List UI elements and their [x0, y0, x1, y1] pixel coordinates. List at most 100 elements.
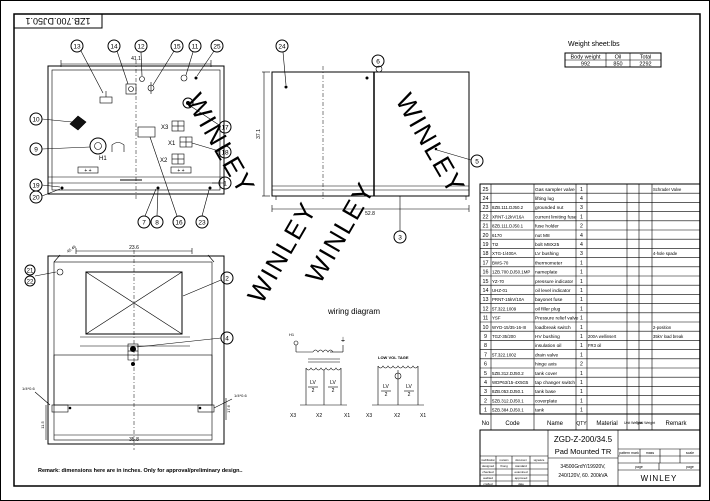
weight-header-total: Total: [640, 55, 652, 61]
bom-cell-code: 5T.322.1002: [492, 352, 517, 357]
bom-cell-qty: 1: [580, 398, 583, 404]
bom-cell-name: oil filler plug: [535, 306, 561, 312]
bom-cell-qty: 1: [580, 389, 583, 395]
bom-cell-no: 13: [483, 297, 489, 303]
bom-cell-qty: 1: [580, 297, 583, 303]
callout-14: 14: [107, 39, 129, 85]
bom-cell-name: fuse holder: [535, 224, 559, 230]
wiring-x3-right: X3: [366, 413, 372, 419]
bom-cell-remark: 35kV load break: [653, 334, 684, 339]
svg-text:23: 23: [198, 220, 206, 227]
rev-revision: revision: [500, 458, 509, 462]
front-x2-label: X2: [160, 158, 168, 164]
bom-cell-no: 12: [483, 306, 489, 312]
bom-cell-no: 16: [483, 270, 489, 276]
dim-left-offset: 11.5: [40, 420, 45, 428]
dim-lift-right: 1/4*0.6: [234, 393, 247, 398]
weight-header-body: Body weight: [571, 55, 601, 61]
svg-text:12: 12: [137, 44, 145, 51]
dim-right-offset: 17.6: [226, 404, 231, 413]
bom-cell-code: YSF: [492, 316, 501, 321]
bom-cell-no: 20: [483, 233, 489, 239]
callout-15: 15: [152, 39, 184, 86]
rev-signature: signature: [534, 458, 545, 462]
bom-cell-code: WYD-15/35-16-III: [492, 325, 526, 330]
title-rating-1: 34500GrdY/19920V,: [560, 464, 605, 470]
sign-crafted: crafted: [483, 482, 493, 486]
bom-cell-qty: 3: [580, 251, 583, 257]
svg-text:⏚: ⏚: [340, 337, 346, 344]
bom-cell-remark: 4-hole spade: [653, 251, 678, 256]
bom-cell-code: 8ZB.111.DJ50.1: [492, 224, 524, 229]
bom-cell-name: tap changer switch: [535, 380, 575, 386]
wiring-x2-left: X2: [316, 413, 322, 419]
weight-sheet-title: Weight sheet:lbs: [568, 41, 620, 48]
callout-1: 1: [212, 176, 232, 190]
bom-cell-qty: 1: [580, 352, 583, 358]
wiring-lv-right-b-2: 2: [408, 392, 411, 398]
bom-cell-code: 1ZB.700.DJ50.1MP: [492, 270, 530, 275]
dim-base-depth: 35.8: [129, 437, 139, 443]
svg-text:+ +: + +: [84, 168, 91, 174]
dim-side-width: 52.8: [365, 211, 375, 217]
bom-cell-name: tank cover: [535, 371, 558, 377]
wiring-lv-right-2: 2: [332, 388, 335, 394]
bom-cell-material: 200A wellinsert: [588, 334, 617, 339]
dim-top-width: 41.1: [131, 56, 141, 62]
bom-cell-name: hinge axis: [535, 362, 557, 368]
bom-cell-no: 7: [484, 352, 487, 358]
bom-cell-qty: 1: [580, 187, 583, 193]
callout-5: 5: [436, 149, 484, 168]
bom-cell-name: drain valve: [535, 352, 559, 358]
bom-cell-no: 4: [484, 380, 487, 386]
bom-cell-qty: 1: [580, 306, 583, 312]
svg-text:25: 25: [213, 44, 221, 51]
bom-cell-no: 22: [483, 214, 489, 220]
bom-cell-no: 19: [483, 242, 489, 248]
svg-text:5: 5: [475, 159, 479, 166]
svg-text:13: 13: [73, 44, 81, 51]
title-model: ZGD-Z-200/34.5: [554, 435, 613, 444]
bom-cell-name: nut M8: [535, 233, 550, 239]
bom-cell-name: Pressure relief valve: [535, 316, 579, 322]
bom-cell-qty: 1: [580, 316, 583, 322]
rev-modification: modification: [481, 458, 495, 462]
callout-17: 17: [191, 106, 232, 134]
title-page-2: page: [686, 465, 694, 469]
bom-cell-name: HV bushing: [535, 334, 560, 340]
bom-cell-name: loadbreak switch: [535, 325, 571, 331]
bom-header-remark: Remark: [665, 421, 687, 427]
rev-document: document: [515, 458, 527, 462]
bom-cell-no: 18: [483, 251, 489, 257]
bom-cell-no: 3: [484, 389, 487, 395]
callout-9: 9: [29, 142, 91, 156]
wiring-lv-right-a-2: 2: [385, 392, 388, 398]
bom-cell-code: XRNT-12kV/16A: [492, 214, 524, 219]
wiring-lv-left: LV: [310, 380, 316, 386]
bom-cell-name: lifting lug: [535, 196, 554, 202]
bom-cell-name: LV bushing: [535, 251, 559, 257]
bom-cell-no: 6: [484, 362, 487, 368]
front-x1-label: X1: [168, 141, 176, 147]
hv-bushing-outline: [89, 137, 107, 155]
callout-12: 12: [134, 39, 148, 77]
dim-lift-left: 1/4*0.6: [22, 386, 35, 391]
svg-text:14: 14: [110, 44, 118, 51]
bom-cell-qty: 1: [580, 288, 583, 294]
bom-cell-name: insulation oil: [535, 343, 561, 349]
callout-2: 2: [182, 271, 234, 297]
bom-cell-name: current limiting fuse: [535, 214, 577, 220]
bom-cell-code: YZ-70: [492, 279, 505, 284]
bom-cell-qty: 1: [580, 343, 583, 349]
bom-cell-no: 11: [483, 316, 489, 322]
bom-cell-no: 21: [483, 224, 489, 230]
title-scale: scale: [686, 451, 694, 455]
wiring-x3-left: X3: [290, 413, 296, 419]
sign-date: date: [518, 482, 524, 486]
bom-cell-code: TI2: [492, 242, 499, 247]
callout-3: 3: [393, 196, 407, 244]
title-mass: mass: [646, 451, 655, 455]
bom-cell-name: coverplate: [535, 398, 557, 404]
bom-cell-code: PRNT-15kV/10A: [492, 297, 524, 302]
sign-designed: designed: [482, 464, 495, 468]
